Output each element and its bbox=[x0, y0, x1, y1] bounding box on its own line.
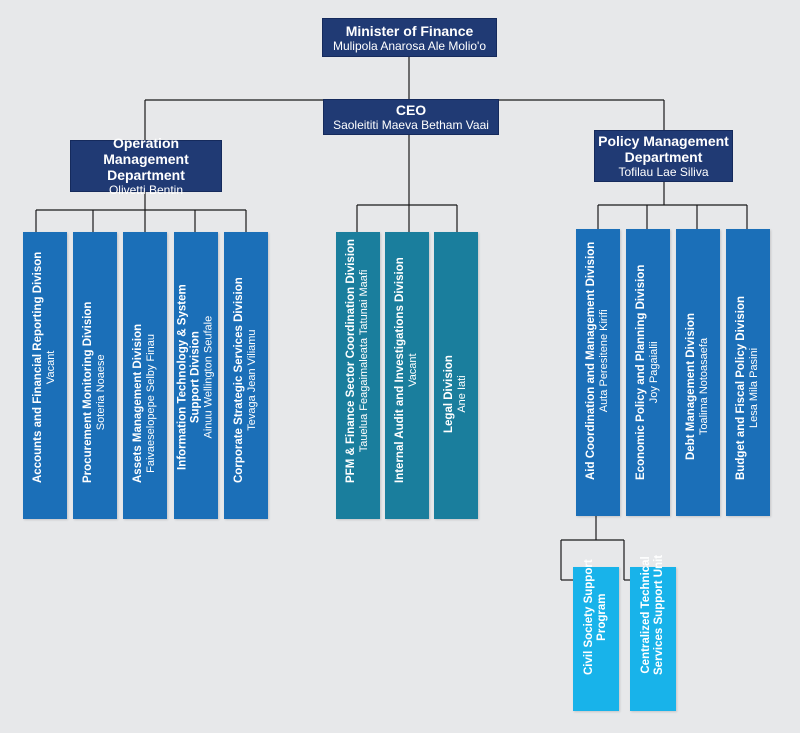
policy-title-line2: Department bbox=[624, 149, 703, 165]
unit-title-line2: Services Support Unit bbox=[653, 554, 665, 675]
division-label: Procurement Monitoring Division Soteria … bbox=[82, 302, 108, 483]
division-head-name: Toalima Notoasaefa bbox=[698, 337, 710, 436]
ceo-name: Saoleititi Maeva Betham Vaai bbox=[333, 118, 489, 132]
division-title: Economic Policy and Planning Division bbox=[635, 264, 647, 480]
unit-title-line1: Centralized Technical bbox=[640, 556, 652, 674]
unit-title-line1: Civil Society Support bbox=[583, 559, 595, 675]
operation-department-box[interactable]: Operation Management Department Olivetti… bbox=[70, 135, 222, 197]
division-title: Accounts and Financial Reporting Divison bbox=[32, 251, 44, 483]
operation-head-name: Olivetti Bentin bbox=[108, 183, 184, 197]
division-aid-coordination[interactable]: Aid Coordination and Management Division… bbox=[576, 229, 620, 516]
division-corporate-strategic-services[interactable]: Corporate Strategic Services Division Te… bbox=[224, 232, 268, 519]
division-debt-management[interactable]: Debt Management Division Toalima Notoasa… bbox=[676, 229, 720, 516]
division-budget-fiscal-policy[interactable]: Budget and Fiscal Policy Division Lesa M… bbox=[726, 229, 770, 516]
division-head-name: Vacant bbox=[45, 350, 57, 385]
division-title: Procurement Monitoring Division bbox=[82, 301, 94, 483]
operation-title-line2: Department bbox=[107, 167, 185, 183]
division-head-name: Ane Iati bbox=[456, 375, 468, 413]
division-head-name: Soteria Noaese bbox=[95, 354, 107, 431]
division-title: PFM & Finance Sector Coordination Divisi… bbox=[345, 238, 357, 483]
division-title: Assets Management Division bbox=[132, 323, 144, 483]
division-assets-management[interactable]: Assets Management Division Faivaeselopep… bbox=[123, 232, 167, 519]
division-pfm-finance-sector[interactable]: PFM & Finance Sector Coordination Divisi… bbox=[336, 232, 380, 519]
division-label: PFM & Finance Sector Coordination Divisi… bbox=[345, 239, 371, 483]
unit-civil-society-support[interactable]: Civil Society Support Program bbox=[573, 559, 619, 711]
unit-title-line2: Program bbox=[596, 593, 608, 641]
division-internal-audit[interactable]: Internal Audit and Investigations Divisi… bbox=[385, 232, 429, 519]
division-title: Corporate Strategic Services Division bbox=[233, 277, 245, 483]
division-title: Budget and Fiscal Policy Division bbox=[735, 295, 747, 480]
division-economic-policy-planning[interactable]: Economic Policy and Planning Division Jo… bbox=[626, 229, 670, 516]
policy-head-name: Tofilau Lae Siliva bbox=[618, 165, 709, 179]
division-label: Aid Coordination and Management Division… bbox=[585, 242, 611, 480]
division-label: Corporate Strategic Services Division Te… bbox=[233, 277, 259, 483]
division-label: Internal Audit and Investigations Divisi… bbox=[394, 257, 420, 483]
division-label: Legal Division Ane Iati bbox=[443, 355, 469, 433]
division-head-name: Lesa Mila Pasini bbox=[748, 347, 760, 429]
division-label: Accounts and Financial Reporting Divison… bbox=[32, 252, 58, 483]
division-title-line2: Support Division bbox=[189, 331, 202, 424]
division-head-name: Auta Peresitene Kirifi bbox=[598, 309, 610, 413]
unit-centralized-technical-services[interactable]: Centralized Technical Services Support U… bbox=[630, 555, 676, 711]
division-title: Debt Management Division bbox=[685, 313, 697, 460]
ceo-title: CEO bbox=[395, 102, 427, 118]
minister-title: Minister of Finance bbox=[345, 22, 474, 39]
division-head-name: Tevaga Jean Viliamu bbox=[246, 329, 258, 431]
division-head-name: Vacant bbox=[407, 353, 419, 387]
division-head-name: Faivaeselopepe Selby Finau bbox=[145, 334, 157, 473]
division-label: Budget and Fiscal Policy Division Lesa M… bbox=[735, 296, 761, 480]
operation-title-line1: Operation Management bbox=[103, 135, 189, 167]
unit-label: Civil Society Support Program bbox=[583, 559, 609, 675]
policy-title-line1: Policy Management bbox=[598, 133, 729, 149]
division-head-name: Ainuu Wellington Seufale bbox=[202, 315, 215, 439]
division-title: Aid Coordination and Management Division bbox=[585, 241, 597, 480]
unit-label: Centralized Technical Services Support U… bbox=[640, 555, 666, 675]
division-label: Assets Management Division Faivaeselopep… bbox=[132, 324, 158, 483]
division-label: Economic Policy and Planning Division Jo… bbox=[635, 265, 661, 480]
minister-name: Mulipola Anarosa Ale Molio'o bbox=[332, 38, 487, 53]
division-procurement-monitoring[interactable]: Procurement Monitoring Division Soteria … bbox=[73, 232, 117, 519]
division-head-name: Joy Pagaialii bbox=[648, 341, 660, 404]
division-head-name: Tauelua Feagaimaleata Tatunai Maafi bbox=[358, 269, 370, 453]
division-label: Information Technology & System Support … bbox=[177, 284, 216, 470]
division-accounts-financial-reporting[interactable]: Accounts and Financial Reporting Divison… bbox=[23, 232, 67, 519]
division-title: Internal Audit and Investigations Divisi… bbox=[394, 257, 406, 483]
division-title-line1: Information Technology & System bbox=[176, 284, 189, 470]
division-information-technology[interactable]: Information Technology & System Support … bbox=[174, 232, 218, 519]
minister-box[interactable]: Minister of Finance Mulipola Anarosa Ale… bbox=[322, 18, 497, 57]
division-label: Debt Management Division Toalima Notoasa… bbox=[685, 313, 711, 460]
division-legal[interactable]: Legal Division Ane Iati bbox=[434, 232, 478, 519]
ceo-box[interactable]: CEO Saoleititi Maeva Betham Vaai bbox=[323, 99, 499, 135]
policy-department-box[interactable]: Policy Management Department Tofilau Lae… bbox=[594, 130, 733, 182]
division-title: Legal Division bbox=[443, 355, 455, 433]
